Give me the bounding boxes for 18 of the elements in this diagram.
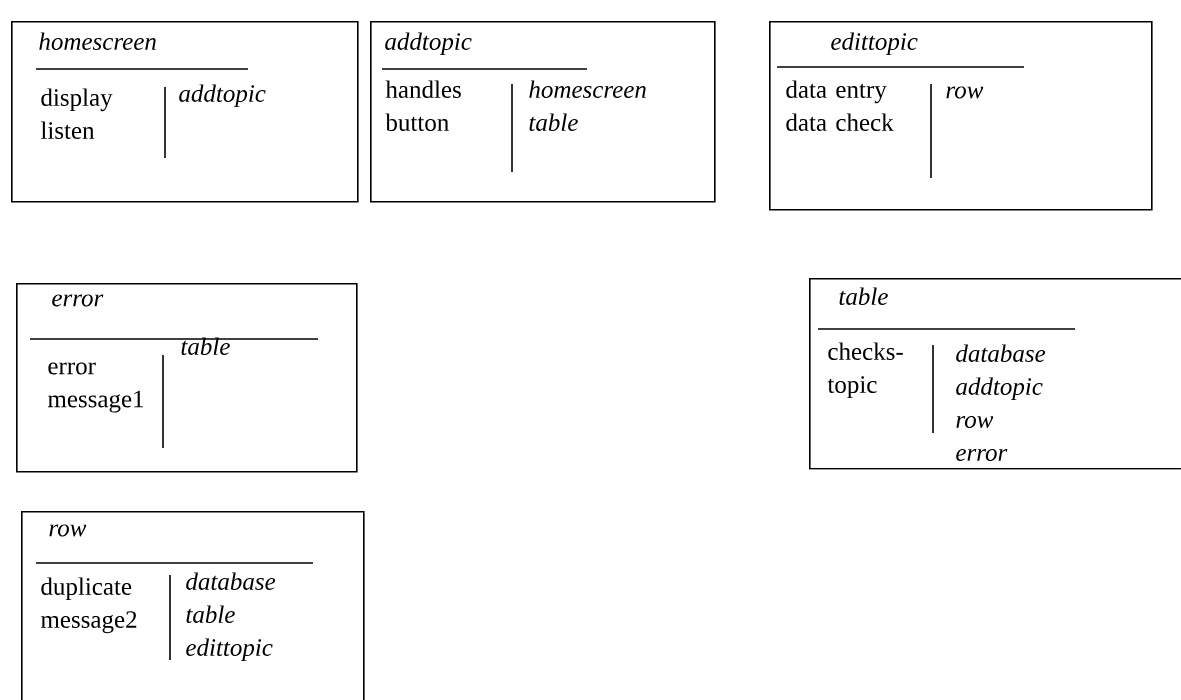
responsibilities-text: error message1 <box>47 362 144 413</box>
responsibilities-text: data entry data check <box>786 80 894 131</box>
card-title: error <box>52 294 104 307</box>
card-title: homescreen <box>39 32 156 50</box>
responsibilities-text: checks-topic <box>827 342 903 399</box>
collaborators-text: database table edittopic <box>186 572 276 662</box>
card-title: row <box>49 524 87 537</box>
card-title: addtopic <box>385 32 472 56</box>
card-title: edittopic <box>831 32 918 56</box>
collaborators-text: addtopic <box>179 84 266 108</box>
responsibilities-text: display listen <box>40 88 113 139</box>
responsibilities-text: duplicate message2 <box>40 577 137 634</box>
collaborators-text: homescreen table <box>529 80 646 131</box>
card-title: table <box>839 287 888 305</box>
collaborators-text: row <box>946 86 984 99</box>
responsibilities-text: handles button <box>385 80 461 131</box>
collaborators-text: database addtopic row error <box>956 344 1046 461</box>
collaborators-text: table <box>181 337 230 355</box>
